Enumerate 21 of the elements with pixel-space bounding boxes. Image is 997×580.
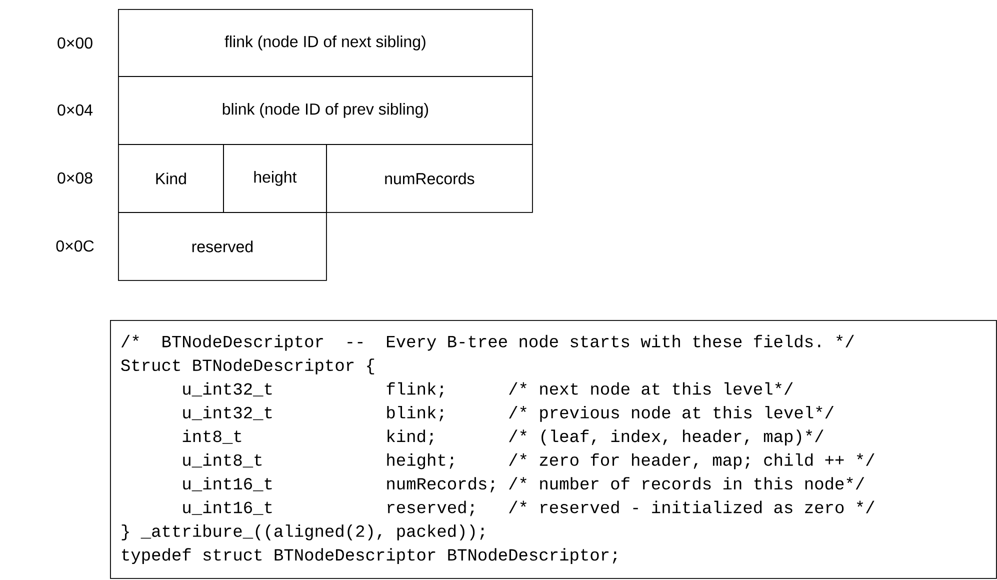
code-line: } _attribure_((aligned(2), packed)); <box>122 524 484 540</box>
field-cell: flink (node ID of next sibling) <box>118 9 533 77</box>
field-cell: numRecords <box>326 144 533 213</box>
code-line: u_int16_t reserved; /* reserved - initialized as zero */ <box>183 500 874 516</box>
field-cell: reserved <box>118 212 327 281</box>
field-cell: height <box>223 144 327 213</box>
code-box <box>110 320 997 579</box>
offset-label: 0×04 <box>58 104 93 116</box>
code-line: int8_t kind; /* (leaf, index, header, map)*/ <box>182 430 824 446</box>
code-line: u_int16_t numRecords; /* number of records in this node*/ <box>183 477 864 492</box>
code-line: Struct BTNodeDescriptor { <box>121 358 374 374</box>
code-line: u_int32_t flink; /* next node at this level*/ <box>183 382 793 398</box>
field-cell: Kind <box>118 144 224 213</box>
code-line: u_int32_t blink; /* previous node at this level*/ <box>183 406 834 422</box>
offset-label: 0×0C <box>56 240 94 252</box>
offset-label: 0×00 <box>58 37 92 49</box>
code-line: u_int8_t height; /* zero for header, map; child ++ */ <box>183 453 874 470</box>
code-line: typedef struct BTNodeDescriptor BTNodeDescriptor; <box>122 548 617 564</box>
offset-label: 0×08 <box>58 172 92 184</box>
code-line: /* BTNodeDescriptor -- Every B-tree node starts with these fields. */ <box>121 334 854 351</box>
field-cell: blink (node ID of prev sibling) <box>118 76 533 145</box>
